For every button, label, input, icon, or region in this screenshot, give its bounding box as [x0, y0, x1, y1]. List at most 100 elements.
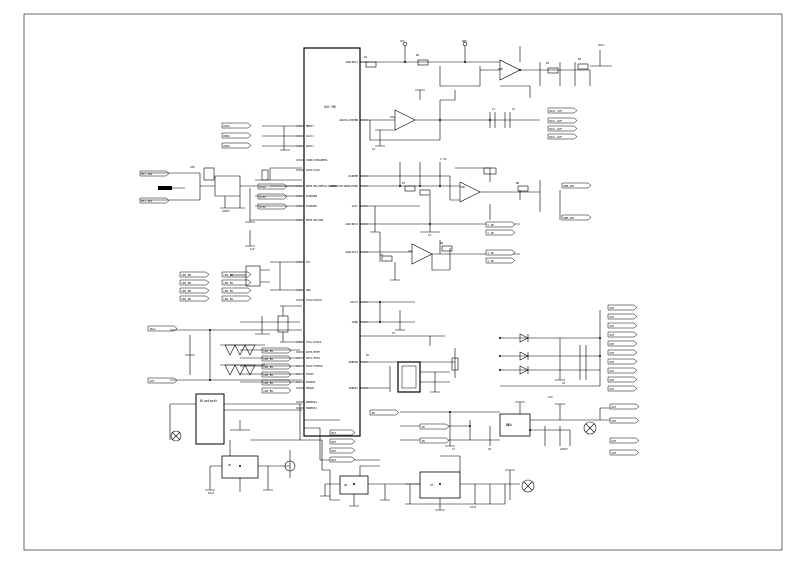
part-label: C4: [428, 233, 432, 237]
left-net-tag: LED_EN: [179, 287, 210, 294]
left-net-tag-text: RF+_OUT: [142, 199, 153, 203]
part-label: U2A: [408, 249, 413, 253]
junction-dot: [449, 411, 451, 413]
right-bank-net-tag: OUT: [607, 358, 638, 365]
junction-dot: [529, 429, 531, 431]
bottom-right-net-tag: OUT: [609, 449, 640, 456]
left-net-tag-text: LED_EN: [264, 349, 274, 353]
right-bank-net-tag: OUT: [607, 304, 638, 311]
right-bank-net-tag: OUT: [607, 367, 638, 374]
bottom-right-net-tag: IN: [419, 423, 450, 430]
bluetooth-label: Bluetooth: [200, 399, 217, 403]
part-label: U5: [228, 463, 232, 467]
left-net-tag-text: DTOA: [260, 195, 267, 199]
right-bank-net-tag-text: OUT: [610, 342, 615, 346]
part-label: U8: [506, 423, 510, 427]
left-net-tag-text: OUT: [150, 379, 155, 383]
ic-right-pin-label: AADC1PC1: [346, 250, 359, 254]
ic-left-pin-label: PXCK/TOPPOL: [306, 364, 324, 368]
ic-right-pin-label: AVCC: [352, 204, 359, 208]
part-label: R1: [364, 55, 368, 59]
right-top-net-tag: BAT+_OUT: [547, 107, 578, 114]
left-net-tag: DTOA: [257, 183, 288, 190]
part-label: R8: [516, 181, 520, 185]
bottom-right-net-tag: OUT: [609, 417, 640, 424]
junction-dot: [353, 483, 355, 485]
ic-right-pin-label: AVCC2: [350, 300, 358, 304]
ic-left-pin-label: XTAL2/DXCO: [306, 298, 322, 302]
left-net-tag-text: LED_EN: [182, 273, 192, 277]
bottom-mid-net-tag-text: BAT: [332, 431, 337, 435]
left-net-tag: LED_EN: [221, 287, 252, 294]
bottom-right-net-tag-text: OUT: [612, 451, 617, 455]
right-mid-net-tag-text: V_IN: [488, 259, 495, 263]
part-label: C8: [488, 447, 492, 451]
right-bank-net-tag-text: OUT: [610, 333, 615, 337]
part-label: U7: [430, 483, 434, 487]
part-label: R6: [440, 241, 444, 245]
ic-left-pin-label: PWRPDSG: [306, 400, 317, 404]
left-net-tag: DPDA: [221, 132, 252, 139]
right-top-net-tag-text: BAT+_OUT: [550, 127, 563, 131]
main-ic: U41 MB MBESTAVCC1AUDC1AVDD1/DEGAMPOLAVSS…: [296, 47, 368, 437]
right-bank-net-tag-text: OUT: [610, 351, 615, 355]
right-bank-net-tag-text: OUT: [610, 324, 615, 328]
opamp-block-2: [360, 162, 561, 233]
ic-left-pin-label: PAT0/POFP: [306, 350, 320, 354]
ic-left-pin-label: MBEST: [306, 124, 314, 128]
right-mid-net-tag-text: V_IN: [488, 251, 495, 255]
left-net-tag-text: LED_EN: [264, 365, 274, 369]
left-net-tag: DPDA: [221, 142, 252, 149]
avcc-section: [360, 205, 520, 233]
bottom-right-net-tag-text: IN: [422, 425, 426, 429]
ic-left-pin-label: XTAL1/DXCI: [306, 340, 322, 344]
vcc-gnd-network: [230, 261, 302, 343]
ic-right-pin-label: AADC0PC1: [346, 60, 359, 64]
right-mid-net-tag: V_IN: [485, 257, 516, 264]
bottom-mid-net-tag: BAT: [329, 456, 356, 463]
left-net-tag: DTOA: [257, 193, 288, 200]
ic-left-pin-label: TOPS5: [306, 372, 314, 376]
ic-right-pin-label: ADBAP0: [349, 360, 359, 364]
junction-dot: [429, 223, 431, 225]
left-net-tag: LED_EN: [261, 387, 292, 394]
junction-dot: [499, 355, 501, 357]
left-net-tag: LED_EN: [221, 271, 252, 278]
ic-left-pin-label: MODE/DE/PPRVG/SGLPOL: [306, 184, 338, 188]
left-net-tag: RF+_JN1: [139, 170, 170, 177]
part-label: VCC: [400, 39, 405, 43]
left-net-tag: DTDA: [221, 122, 252, 129]
right-bank-net-tag-text: OUT: [610, 306, 615, 310]
top-right-analog: [359, 41, 612, 98]
part-label: C3: [372, 147, 376, 151]
ic-right-pin-label: DGPRHP: [349, 174, 359, 178]
right-bank-net-tag-text: OUT: [610, 378, 615, 382]
opamp-block-3: [360, 232, 520, 281]
left-net-tag: LED_EN: [261, 371, 292, 378]
junction-dot: [419, 185, 421, 187]
right-top-net-tag-text: BAT+_OUT: [550, 109, 563, 113]
bottom-mid-net-tag: BAT: [329, 447, 356, 454]
bottom-mid-regulators: [320, 455, 535, 511]
left-net-tag: DTOA: [257, 203, 288, 210]
ic-left-pin-label: PXGRP5: [306, 380, 316, 384]
left-net-tag-text: LED_EN: [182, 281, 192, 285]
junction-dot: [499, 369, 501, 371]
right-mid-net-tag-text: V_IN: [488, 223, 495, 227]
part-label: 100nF: [222, 209, 230, 213]
left-net-tag-text: RF+_JN1: [142, 172, 153, 176]
junction-dot: [399, 185, 401, 187]
left-net-tag: LED_EN: [221, 295, 252, 302]
left-net-tag-text: LED_EN: [224, 273, 234, 277]
junction-dot: [489, 119, 491, 121]
ic-left-pin-label: PAT1/POFS: [306, 356, 320, 360]
junction-dot: [499, 337, 501, 339]
bottom-right-net-tag: IN: [369, 409, 400, 416]
part-label: U2B: [498, 67, 503, 71]
junction-dot: [239, 465, 241, 467]
bottom-mid-net-tag: BAT: [329, 429, 356, 436]
right-mid-net-tag: PWM_OUT: [561, 182, 592, 189]
